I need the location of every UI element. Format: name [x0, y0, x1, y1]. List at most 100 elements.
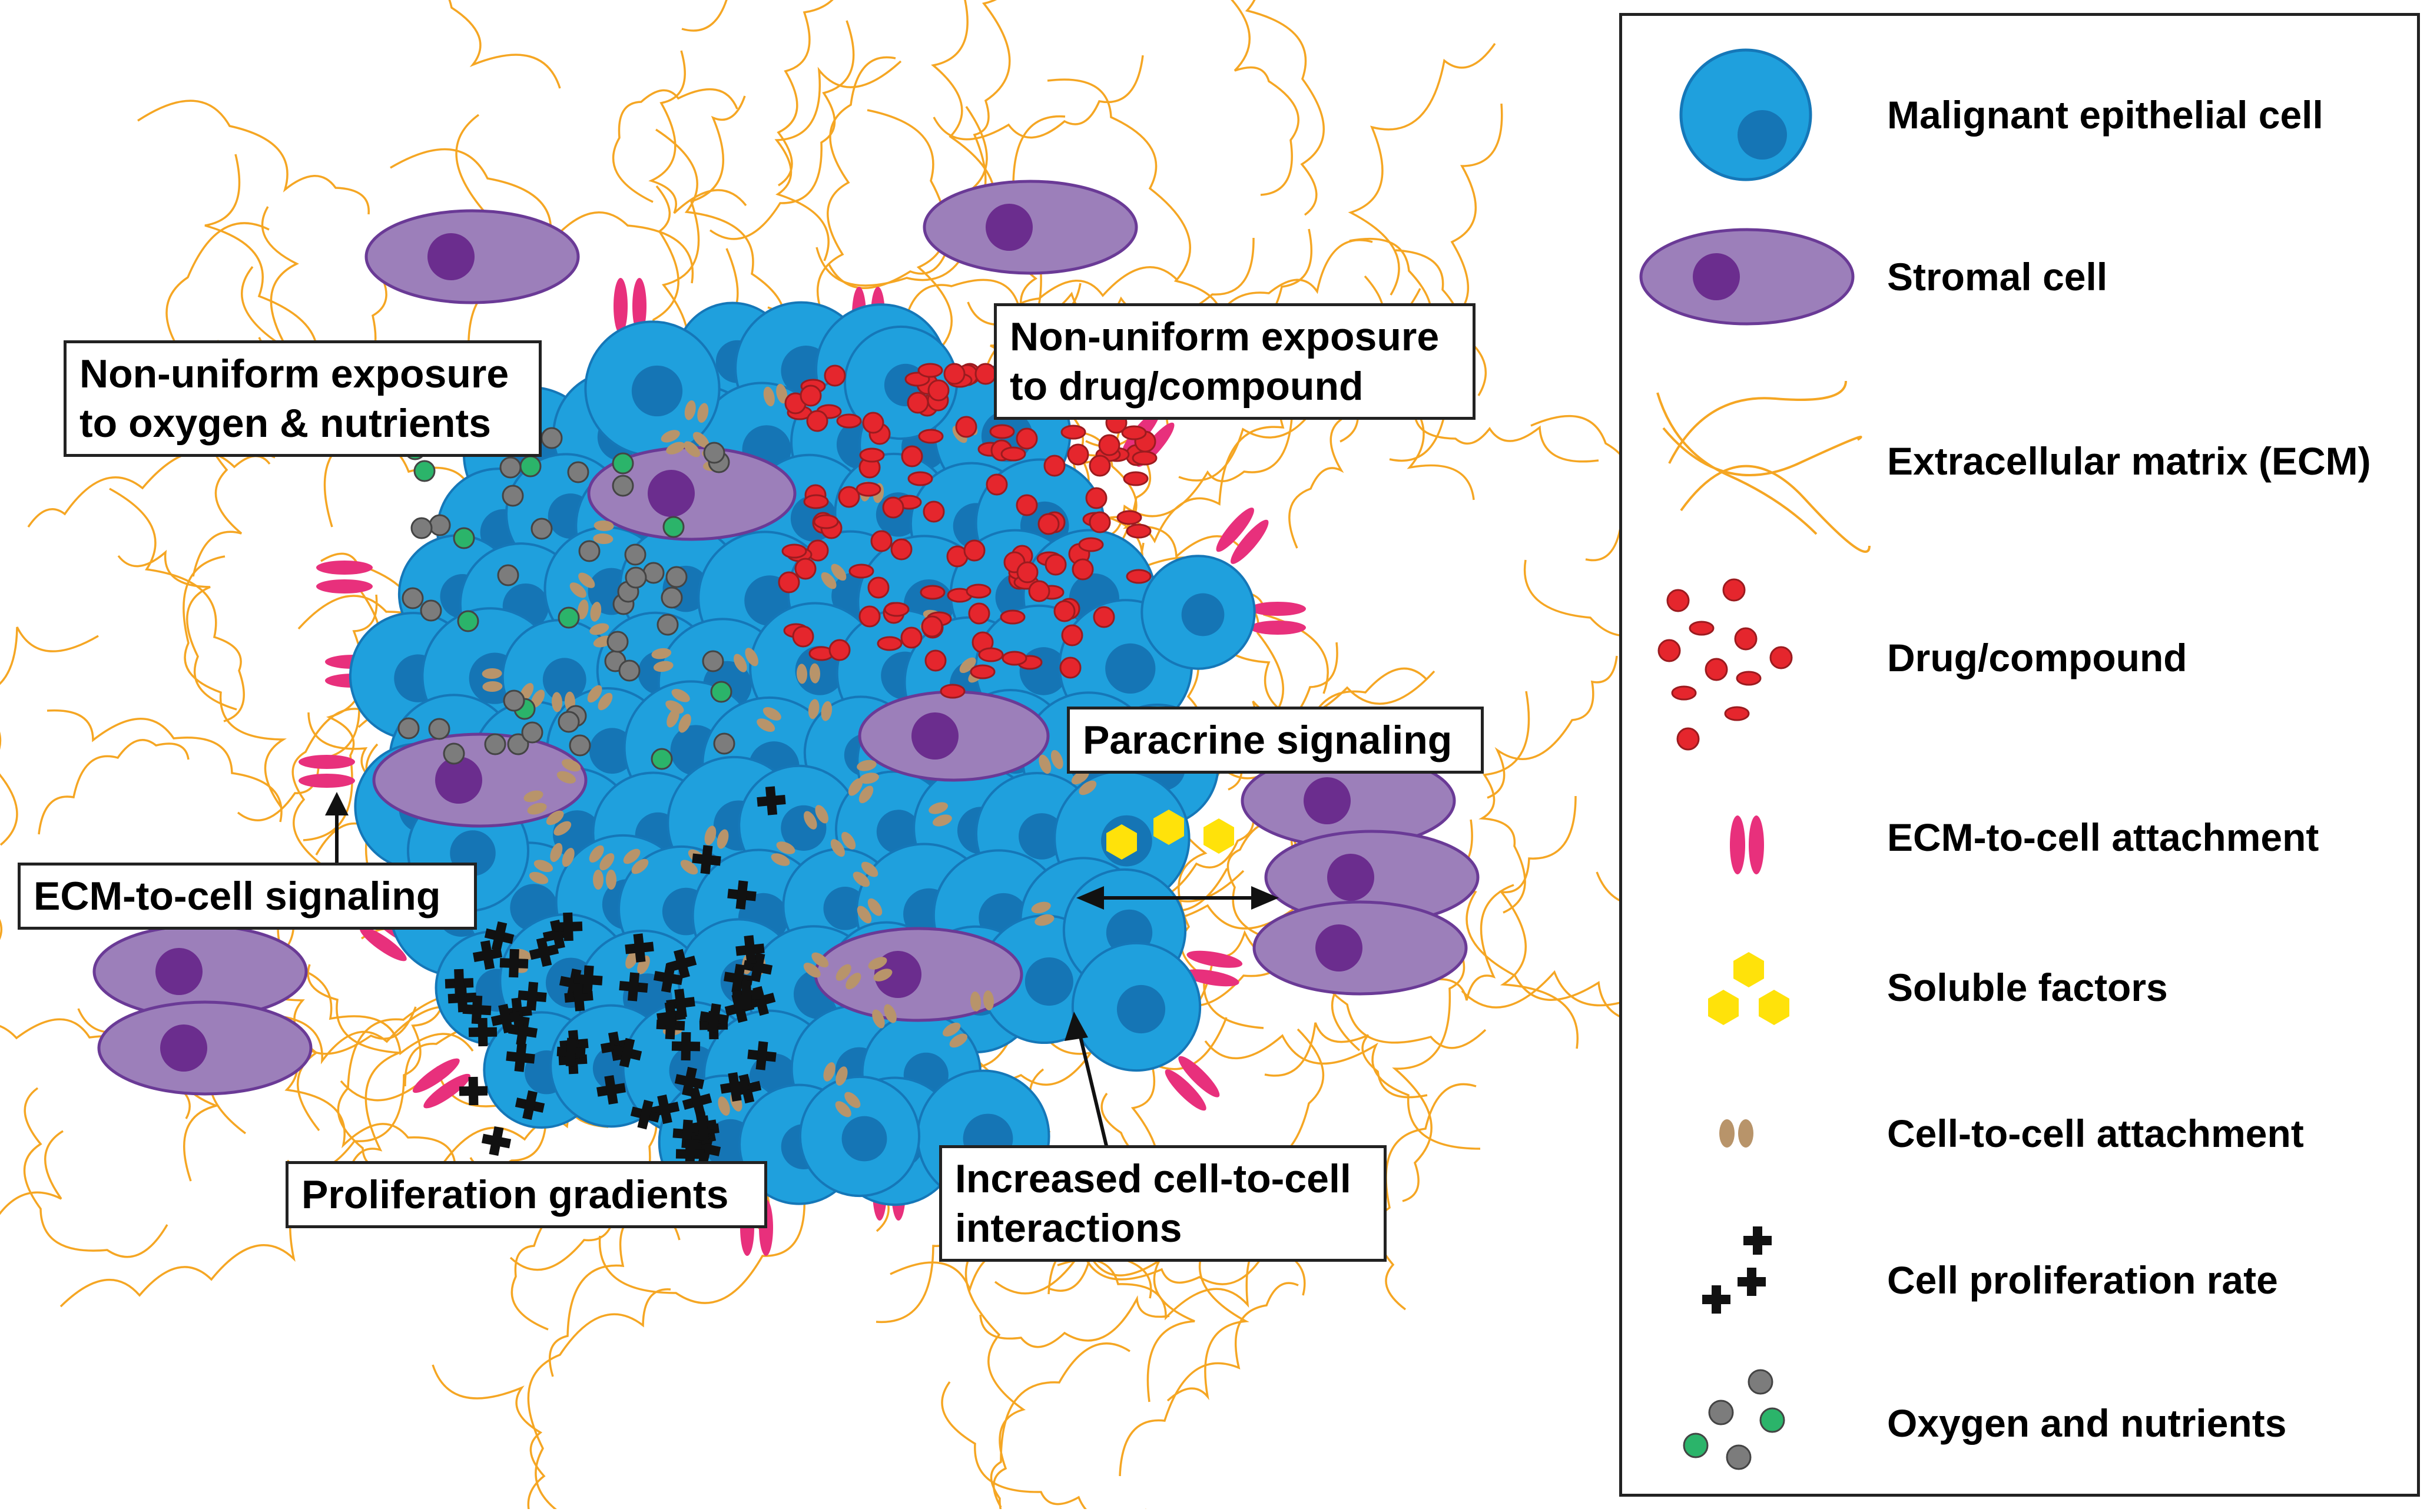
- drug-particle: [828, 639, 851, 661]
- cell-attachment: [587, 685, 613, 711]
- oxygen-particle: [397, 717, 420, 740]
- ecm-attachment: [412, 1058, 471, 1109]
- drug-particle: [1093, 606, 1115, 628]
- drug-particle: [1045, 553, 1067, 576]
- proliferation-mark: [732, 980, 761, 1010]
- proliferation-mark: [573, 965, 603, 994]
- proliferation-mark: [472, 940, 503, 970]
- oxygen-particle: [713, 732, 735, 755]
- nutrient-particle: [612, 452, 634, 475]
- oxygen-nutrients-icon: [1683, 1369, 1785, 1470]
- ecm-attachments: [299, 278, 1306, 1256]
- drug-particle: [890, 538, 913, 561]
- cell-attachment: [589, 845, 615, 871]
- nutrient-particle: [413, 460, 436, 482]
- proliferation-mark: [656, 1010, 685, 1040]
- legend-label-soluble-factors: Soluble factors: [1887, 966, 2168, 1009]
- malignant-nucleus: [781, 805, 827, 851]
- drug-particle: [813, 514, 839, 529]
- proliferation-mark: [667, 949, 697, 979]
- proliferation-mark: [692, 845, 721, 874]
- ecm-fiber: [0, 919, 3, 940]
- malignant-cell-icon: [1679, 48, 1812, 181]
- drug-particle: [838, 486, 860, 508]
- cell-attachment: [1031, 901, 1055, 926]
- malignant-nucleus: [1105, 643, 1156, 694]
- proliferation-mark: [688, 1112, 717, 1141]
- ecm-fiber: [953, 0, 1011, 224]
- proliferation-mark: [564, 982, 594, 1012]
- cell-attachment: [796, 663, 821, 684]
- ecm-fiber: [816, 56, 896, 339]
- drug-particle: [1132, 450, 1158, 466]
- proliferation-mark: [699, 1003, 729, 1033]
- drug-particle: [989, 424, 1015, 439]
- ecm-fiber: [137, 100, 370, 215]
- legend-label-proliferation: Cell proliferation rate: [1887, 1258, 2278, 1302]
- ecm-fiber: [1487, 655, 1618, 799]
- ecm-fiber: [527, 1288, 671, 1512]
- drug-particle: [862, 412, 884, 434]
- drug-particle: [974, 363, 997, 385]
- proliferation-mark: [619, 972, 648, 1002]
- oxygen-particle: [665, 566, 688, 588]
- cell-interaction-arrow: [1076, 1024, 1109, 1149]
- cell-attachment: [684, 400, 709, 423]
- callout-line: to oxygen & nutrients: [79, 401, 491, 446]
- drug-particle: [1078, 537, 1104, 552]
- ecm-fiber: [432, 1364, 546, 1512]
- cell-attachment: [523, 790, 547, 815]
- ecm-attachment-icon: [1730, 815, 1764, 874]
- stromal-cells-embedded: [372, 446, 1050, 1022]
- proliferation-mark: [720, 1072, 750, 1102]
- drug-particle: [1089, 511, 1111, 533]
- malignant-nucleus: [1181, 593, 1225, 636]
- drug-particle: [778, 571, 800, 593]
- proliferation-mark: [506, 1043, 535, 1072]
- drug-particle: [870, 530, 893, 552]
- drug-particle: [1043, 455, 1066, 477]
- callout-line: to drug/compound: [1010, 364, 1364, 409]
- cell-attachment: [823, 1062, 848, 1086]
- oxygen-particle: [507, 733, 529, 755]
- cell-attachment: [970, 990, 994, 1012]
- oxygen-particle: [443, 742, 465, 765]
- ecm-fiber: [1049, 1253, 1195, 1402]
- drug-particle: [806, 410, 828, 432]
- proliferation-mark: [735, 935, 765, 964]
- cell-attachment: [835, 964, 861, 990]
- drug-particle: [955, 416, 977, 438]
- drug-particle: [858, 605, 881, 628]
- soluble-factor: [1106, 824, 1137, 860]
- cell-attachment: [593, 520, 614, 545]
- nutrient-particle: [710, 681, 732, 703]
- cell-attachment: [734, 648, 758, 672]
- cell-attachment: [651, 648, 674, 672]
- paracrine-arrowhead-left: [1076, 886, 1104, 910]
- malignant-nucleus: [589, 728, 635, 774]
- drug-particle: [882, 496, 904, 519]
- callout-paracrine-signaling: Paracrine signaling: [1067, 707, 1484, 774]
- ecm-fiber: [303, 594, 378, 841]
- drug-particle: [867, 576, 890, 599]
- ecm-attachment: [1216, 508, 1269, 564]
- callout-proliferation-gradients: Proliferation gradients: [286, 1161, 767, 1228]
- ecm-attachment: [316, 561, 373, 593]
- cell-attachment: [942, 1022, 968, 1048]
- cell-attachment: [808, 699, 833, 721]
- oxygen-particle: [521, 721, 543, 744]
- cell-attachment: [803, 952, 829, 978]
- ecm-fiber: [183, 555, 287, 810]
- ecm-attachment: [1183, 950, 1243, 987]
- soluble-factor: [1759, 990, 1789, 1025]
- oxygen-particle: [618, 659, 641, 682]
- soluble-factor: [1708, 990, 1739, 1025]
- oxygen-particle: [402, 587, 424, 609]
- proliferation-mark: [462, 995, 492, 1024]
- drug-particle: [1059, 656, 1082, 679]
- ecm-fiber: [286, 970, 447, 1172]
- ecm-signaling-arrowhead: [325, 792, 349, 815]
- drug-particle: [800, 384, 822, 407]
- soluble-factors-icon: [1708, 952, 1789, 1025]
